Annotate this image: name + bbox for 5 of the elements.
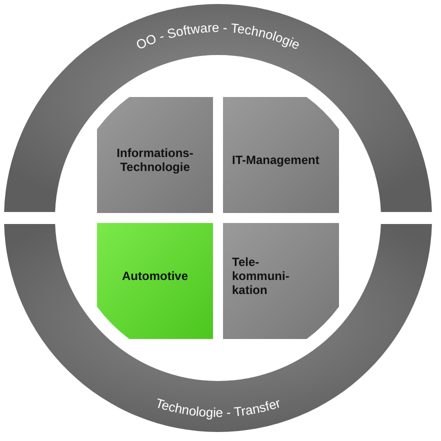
quadrant-label: Informations- Technologie (116, 146, 194, 174)
quadrant-label: Automotive (122, 269, 188, 283)
ring-label: Technologie - Transfer (154, 395, 282, 420)
quadrant-label: IT-Management (232, 153, 320, 167)
quadrant-label: Tele- kommuni- kation (232, 255, 290, 297)
